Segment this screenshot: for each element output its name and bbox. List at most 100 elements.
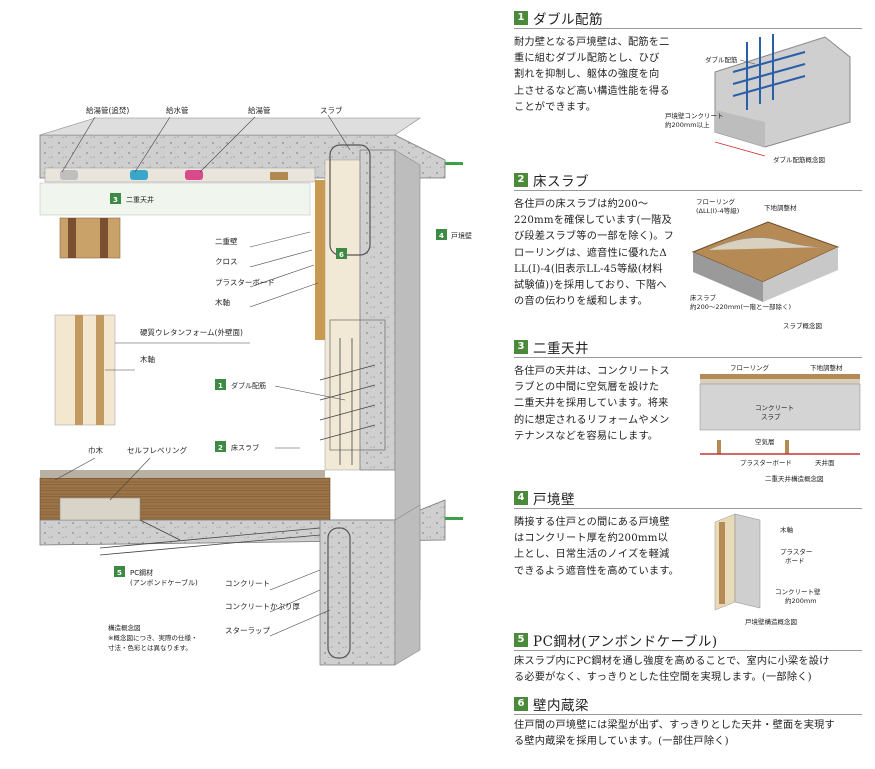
section-pc-steel: 5 PC鋼材(アンボンドケーブル) 床スラブ内にPC鋼材を通し強度を高めることで… xyxy=(514,630,862,686)
section-number: 1 xyxy=(514,11,528,25)
section-floor-slab: 2 床スラブ 各住戸の床スラブは約200～ 220mmを確保しています(一階及 … xyxy=(514,170,862,310)
section-text: 各住戸の床スラブは約200～ 220mmを確保しています(一階及 び段差スラブ等… xyxy=(514,199,674,308)
svg-text:5: 5 xyxy=(117,569,122,577)
svg-text:PC鋼材: PC鋼材 xyxy=(130,568,153,577)
svg-text:4: 4 xyxy=(439,232,444,240)
tag-4-boundary: 4 戸境壁 xyxy=(436,229,472,240)
svg-text:床スラブ: 床スラブ xyxy=(231,443,259,452)
label-water-supply: 給水管 xyxy=(166,105,189,115)
section-title: 床スラブ xyxy=(533,174,589,190)
section-text: 隣接する住戸との間にある戸境壁 はコンクリート厚を約200mm以 上とし、日常生… xyxy=(514,517,679,577)
lower-column xyxy=(319,504,421,666)
svg-text:フローリング: フローリング xyxy=(696,197,736,206)
tag-6-beam: 6 xyxy=(336,248,347,259)
svg-text:(アンボンドケーブル): (アンボンドケーブル) xyxy=(130,578,198,587)
svg-text:二重天井: 二重天井 xyxy=(126,195,154,204)
svg-text:(ΔLL(Ⅰ)-4等級): (ΔLL(Ⅰ)-4等級) xyxy=(696,206,739,215)
double-rebar-figure: ダブル配筋 戸境壁コンクリート 約200mm以上 ダブル配筋概念図 xyxy=(665,34,851,164)
section-number: 6 xyxy=(514,697,528,711)
section-header: 5 PC鋼材(アンボンドケーブル) xyxy=(514,630,862,651)
section-title: 壁内蔵梁 xyxy=(533,698,589,714)
section-number: 4 xyxy=(514,491,528,505)
section-header: 4 戸境壁 xyxy=(514,488,862,509)
svg-text:2: 2 xyxy=(218,444,223,452)
svg-text:ダブル配筋: ダブル配筋 xyxy=(231,381,266,390)
slab-figure: フローリング (ΔLL(Ⅰ)-4等級) 下地調整材 床スラブ 約200～220m… xyxy=(690,197,840,330)
svg-text:二重天井構造概念図: 二重天井構造概念図 xyxy=(765,474,824,483)
section-text: 耐力壁となる戸境壁は、配筋を二 重に組むダブル配筋とし、ひび 割れを抑制し、躯体… xyxy=(514,37,670,113)
section-number: 5 xyxy=(514,633,528,647)
label-stirrup: スターラップ xyxy=(225,626,270,635)
label-slab: スラブ xyxy=(320,105,343,115)
note-line-1: ※概念図につき、実際の仕様・ xyxy=(108,633,198,642)
section-text: 床スラブ内にPC鋼材を通し強度を高めることで、室内に小梁を設け る必要がなく、す… xyxy=(514,656,830,684)
svg-text:下地調整材: 下地調整材 xyxy=(810,363,843,372)
svg-text:3: 3 xyxy=(113,196,118,204)
label-baseboard: 巾木 xyxy=(88,445,103,455)
svg-text:スラブ概念図: スラブ概念図 xyxy=(783,321,822,330)
boundary-wall-figure: 木軸 プラスター ボード コンクリート壁 約200mm 戸境壁構造概念図 xyxy=(714,513,821,626)
section-title: PC鋼材(アンボンドケーブル) xyxy=(533,634,718,650)
label-concrete: コンクリート xyxy=(225,579,270,588)
boundary-wall xyxy=(315,144,421,601)
section-number: 3 xyxy=(514,340,528,354)
svg-text:戸境壁コンクリート: 戸境壁コンクリート xyxy=(665,111,724,120)
tag-3-ceiling: 3 二重天井 xyxy=(110,193,154,204)
label-double-partition: 二重壁 xyxy=(215,236,238,246)
section-title: ダブル配筋 xyxy=(533,12,603,28)
svg-text:ダブル配筋概念図: ダブル配筋概念図 xyxy=(773,155,825,164)
section-text: 住戸間の戸境壁には梁型が出ず、すっきりとした天井・壁面を実現す る壁内蔵梁を採用… xyxy=(514,720,835,748)
wall-panel xyxy=(54,217,121,426)
section-title: 戸境壁 xyxy=(533,492,575,508)
svg-text:床スラブ: 床スラブ xyxy=(690,293,717,302)
note-line-2: 寸法・色彩とは異なります。 xyxy=(108,643,192,652)
tag-2-slab: 2 床スラブ xyxy=(215,441,259,452)
label-wood-frame: 木軸 xyxy=(215,297,230,307)
svg-text:約200mm以上: 約200mm以上 xyxy=(665,120,710,129)
note-title: 構造概念図 xyxy=(108,623,141,632)
label-urethane: 硬質ウレタンフォーム(外壁面) xyxy=(140,327,243,337)
section-header: 2 床スラブ xyxy=(514,170,862,191)
section-header: 1 ダブル配筋 xyxy=(514,8,862,29)
label-self-leveling: セルフレベリング xyxy=(127,445,187,455)
svg-text:戸境壁構造概念図: 戸境壁構造概念図 xyxy=(745,617,797,626)
svg-text:ボード: ボード xyxy=(785,557,805,565)
structure-diagram: 給湯管(追焚) 給水管 給湯管 スラブ 二重壁 クロス プラスターボード 木軸 … xyxy=(39,105,472,666)
section-double-rebar: 1 ダブル配筋 耐力壁となる戸境壁は、配筋を二 重に組むダブル配筋とし、ひび 割… xyxy=(514,8,862,116)
svg-text:空気層: 空気層 xyxy=(755,437,775,446)
svg-text:ダブル配筋: ダブル配筋 xyxy=(705,55,738,64)
label-hot-water-reheat: 給湯管(追焚) xyxy=(86,105,129,115)
tag-5-pc-steel: 5 PC鋼材 (アンボンドケーブル) xyxy=(114,566,198,587)
svg-text:天井面: 天井面 xyxy=(815,458,835,467)
label-wood-frame-2: 木軸 xyxy=(140,354,155,364)
svg-text:プラスター: プラスター xyxy=(780,547,812,556)
svg-text:プラスターボード: プラスターボード xyxy=(740,458,792,467)
svg-text:1: 1 xyxy=(218,382,223,390)
svg-text:約200～220mm(一階と一部除く): 約200～220mm(一階と一部除く) xyxy=(690,302,791,311)
section-header: 3 二重天井 xyxy=(514,337,862,358)
section-boundary-wall: 4 戸境壁 隣接する住戸との間にある戸境壁 はコンクリート厚を約200mm以 上… xyxy=(514,488,862,580)
section-number: 2 xyxy=(514,173,528,187)
svg-text:戸境壁: 戸境壁 xyxy=(451,231,472,240)
svg-text:スラブ: スラブ xyxy=(761,412,781,421)
double-ceiling-figure: フローリング 下地調整材 コンクリート スラブ 空気層 プラスターボード 天井面… xyxy=(699,363,861,483)
section-title: 二重天井 xyxy=(533,341,589,357)
section-text: 各住戸の天井は、コンクリートス ラブとの中間に空気層を設けた 二重天井を採用して… xyxy=(514,366,670,442)
section-double-ceiling: 3 二重天井 各住戸の天井は、コンクリートス ラブとの中間に空気層を設けた 二重… xyxy=(514,337,862,445)
rebar xyxy=(99,338,376,556)
svg-text:6: 6 xyxy=(339,251,344,259)
label-hot-water: 給湯管 xyxy=(248,105,271,115)
double-ceiling xyxy=(39,182,311,216)
section-wall-beam: 6 壁内蔵梁 住戸間の戸境壁には梁型が出ず、すっきりとした天井・壁面を実現す る… xyxy=(514,694,862,750)
svg-text:コンクリート壁: コンクリート壁 xyxy=(775,587,821,596)
pipes xyxy=(44,167,316,183)
svg-text:フローリング: フローリング xyxy=(730,363,770,372)
svg-text:コンクリート: コンクリート xyxy=(755,404,794,412)
label-cover-thickness: コンクリートかぶり厚 xyxy=(225,602,300,611)
label-cloth: クロス xyxy=(215,257,238,266)
svg-text:約200mm: 約200mm xyxy=(785,596,817,605)
tag-1-double-rebar: 1 ダブル配筋 xyxy=(215,379,266,390)
label-plasterboard: プラスターボード xyxy=(215,278,275,287)
svg-text:下地調整材: 下地調整材 xyxy=(764,203,797,212)
